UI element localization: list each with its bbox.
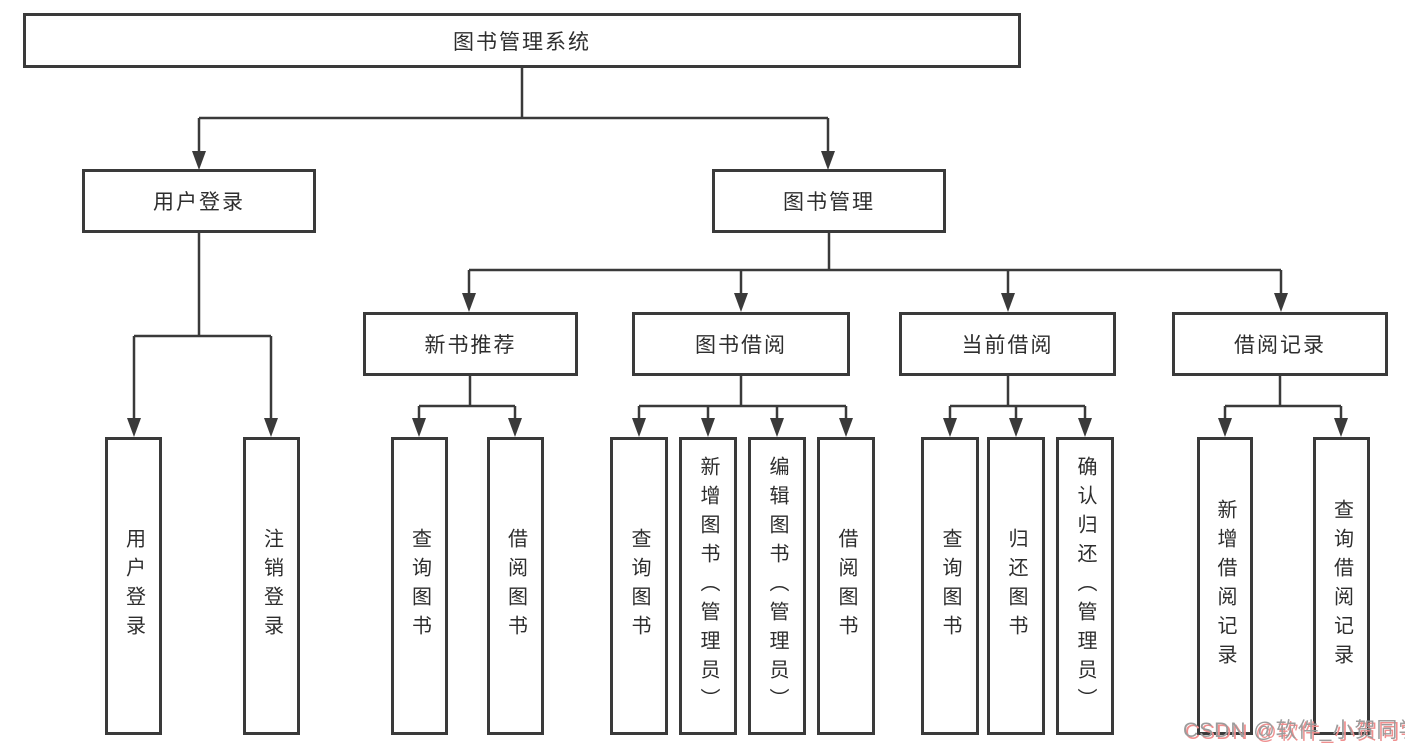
leaf-current-confirm-return-label: 确认归还（管理员）	[1074, 455, 1096, 717]
edges-new-book-rec	[412, 376, 522, 437]
leaf-rec-query-book: 查询图书	[391, 437, 448, 735]
leaf-user-login: 用户登录	[105, 437, 162, 735]
node-new-book-rec: 新书推荐	[363, 312, 578, 376]
leaf-borrow-add-book-label: 新增图书（管理员）	[697, 455, 719, 717]
leaf-borrow-edit-book-label: 编辑图书（管理员）	[766, 455, 788, 717]
edges-book-borrow	[632, 376, 853, 437]
leaf-borrow-query-book-label: 查询图书	[628, 528, 650, 644]
leaf-borrow-borrow-book: 借阅图书	[817, 437, 875, 735]
node-root: 图书管理系统	[23, 13, 1021, 68]
leaf-user-login-label: 用户登录	[122, 528, 145, 644]
leaf-records-add-record: 新增借阅记录	[1197, 437, 1253, 735]
leaf-current-return-book: 归还图书	[987, 437, 1045, 735]
leaf-current-confirm-return: 确认归还（管理员）	[1056, 437, 1114, 735]
node-current-borrow: 当前借阅	[899, 312, 1116, 376]
edges-book-mgmt	[462, 233, 1288, 312]
edges-root	[192, 68, 835, 170]
edges-borrow-records	[1218, 376, 1348, 437]
node-book-borrow: 图书借阅	[632, 312, 850, 376]
leaf-records-query-record-label: 查询借阅记录	[1330, 499, 1353, 673]
leaf-logout: 注销登录	[243, 437, 300, 735]
leaf-borrow-add-book: 新增图书（管理员）	[679, 437, 737, 735]
leaf-rec-borrow-book-label: 借阅图书	[504, 528, 527, 644]
leaf-rec-borrow-book: 借阅图书	[487, 437, 544, 735]
leaf-current-query-book-label: 查询图书	[939, 528, 961, 644]
leaf-borrow-edit-book: 编辑图书（管理员）	[748, 437, 806, 735]
leaf-records-add-record-label: 新增借阅记录	[1214, 499, 1236, 673]
leaf-current-query-book: 查询图书	[921, 437, 979, 735]
leaf-records-query-record: 查询借阅记录	[1313, 437, 1370, 735]
leaf-rec-query-book-label: 查询图书	[408, 528, 431, 644]
node-book-mgmt: 图书管理	[712, 169, 946, 233]
leaf-borrow-borrow-book-label: 借阅图书	[835, 528, 857, 644]
csdn-watermark: CSDN @软件_小贺同学	[1183, 719, 1405, 742]
edges-user-login	[127, 233, 278, 437]
leaf-current-return-book-label: 归还图书	[1005, 528, 1027, 644]
edges-current-borrow	[943, 376, 1092, 437]
node-borrow-records: 借阅记录	[1172, 312, 1388, 376]
leaf-borrow-query-book: 查询图书	[610, 437, 668, 735]
node-user-login: 用户登录	[82, 169, 316, 233]
leaf-logout-label: 注销登录	[260, 528, 283, 644]
